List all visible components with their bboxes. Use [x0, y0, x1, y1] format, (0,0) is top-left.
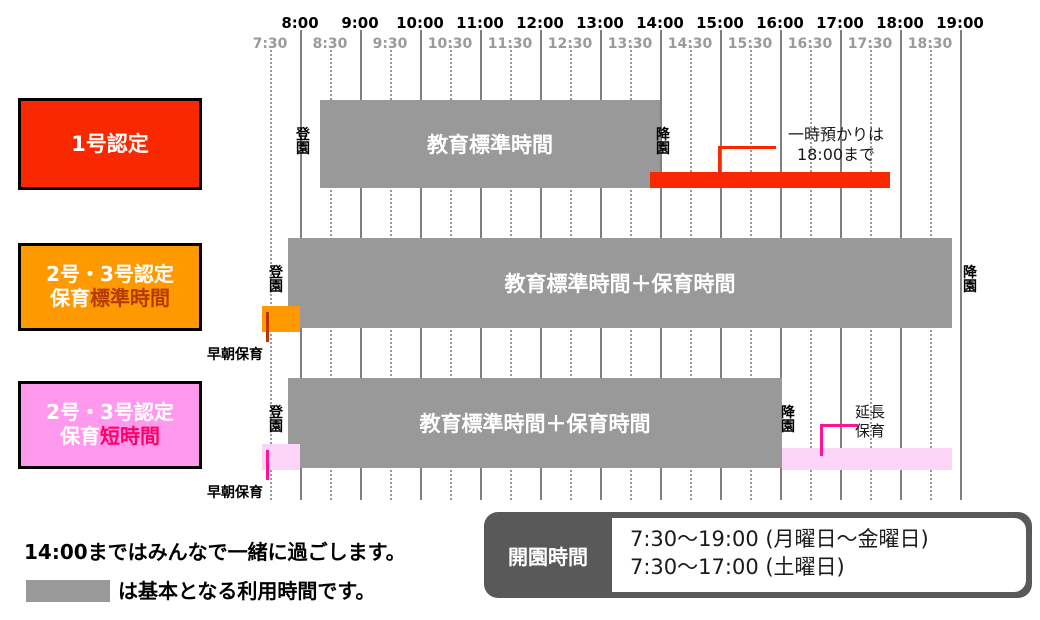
leader-line-early-care-short: [266, 450, 269, 480]
depart-label-type23-short-text: 降園: [781, 405, 795, 435]
arrive-label-type23-short-text: 登園: [269, 405, 283, 435]
tick-half-1730: 17:30: [847, 36, 893, 52]
legend-type23-short-line1: 2号・3号認定: [46, 400, 174, 425]
legend-type23-standard-accent: 標準時間: [90, 286, 170, 310]
legend-type23-standard-plain: 保育: [50, 286, 90, 310]
bar-education-standard-type1: 教育標準時間: [320, 100, 660, 188]
bar-label-type23-standard: 教育標準時間＋保育時間: [504, 272, 736, 296]
tick-hour-14: 14:00: [636, 14, 684, 32]
open-hours-panel: 開園時間 7:30〜19:00 (月曜日〜金曜日) 7:30〜17:00 (土曜…: [484, 512, 1032, 598]
legend-type23-short-plain: 保育: [60, 424, 100, 448]
tick-hour-13: 13:00: [576, 14, 624, 32]
arrive-label-type23-standard-text: 登園: [269, 265, 283, 295]
open-hours-label: 開園時間: [508, 544, 588, 569]
note-line-2: は基本となる利用時間です。: [118, 579, 376, 603]
early-care-label-short: 早朝保育: [207, 485, 263, 501]
arrive-label-type23-short: 登園: [268, 406, 284, 434]
annotation-temporary-care-line2: 18:00まで: [796, 145, 876, 164]
legend-type23-short-line2: 保育短時間: [60, 424, 160, 449]
bar-education-plus-care-short: 教育標準時間＋保育時間: [288, 378, 782, 468]
note-line-1: 14:00まではみんなで一緒に過ごします。: [24, 540, 406, 564]
tick-hour-12: 12:00: [516, 14, 564, 32]
tick-hour-10: 10:00: [396, 14, 444, 32]
legend-type1-line1: 1号認定: [71, 131, 149, 156]
tick-hour-17: 17:00: [816, 14, 864, 32]
tick-hour-9: 9:00: [341, 14, 379, 32]
early-care-label-standard: 早朝保育: [207, 347, 263, 363]
leader-line-temporary-care: [718, 146, 776, 176]
annotation-extension-care: 延長 保育: [830, 403, 910, 441]
depart-label-type1: 降園: [655, 128, 671, 156]
arrive-label-type23-standard: 登園: [268, 266, 284, 294]
tick-hour-16: 16:00: [756, 14, 804, 32]
leader-line-early-care-standard: [266, 312, 269, 342]
tick-hour-15: 15:00: [696, 14, 744, 32]
gridline-half-0730: [270, 46, 272, 500]
legend-box-type23-short: 2号・3号認定 保育短時間: [18, 381, 202, 469]
depart-label-type1-text: 降園: [656, 127, 670, 157]
depart-label-type23-standard-text: 降園: [963, 265, 977, 295]
tick-half-1430: 14:30: [667, 36, 713, 52]
arrive-label-type1: 登園: [295, 128, 311, 156]
bar-education-plus-care-standard: 教育標準時間＋保育時間: [288, 238, 952, 328]
arrive-label-type1-text: 登園: [296, 127, 310, 157]
tick-hour-18: 18:00: [876, 14, 924, 32]
tick-half-1830: 18:30: [907, 36, 953, 52]
depart-label-type23-standard: 降園: [962, 266, 978, 294]
bar-label-type1: 教育標準時間: [427, 133, 553, 157]
open-hours-weekday: 7:30〜19:00 (月曜日〜金曜日): [630, 527, 929, 551]
tick-half-0930: 9:30: [372, 36, 408, 52]
open-hours-saturday: 7:30〜17:00 (土曜日): [630, 555, 845, 580]
annotation-extension-care-line2: 保育: [854, 421, 885, 440]
bar-extension-care-short: [782, 448, 952, 470]
annotation-extension-care-line1: 延長: [854, 403, 885, 421]
tick-hour-19: 19:00: [936, 14, 984, 32]
legend-swatch-basic-hours: [26, 580, 110, 602]
tick-half-1630: 16:30: [787, 36, 833, 52]
tick-half-1230: 12:30: [547, 36, 593, 52]
bar-label-type23-short: 教育標準時間＋保育時間: [419, 412, 651, 436]
leader-line-extension-care: [820, 424, 858, 456]
legend-box-type1: 1号認定: [18, 98, 202, 190]
tick-half-0830: 8:30: [312, 36, 348, 52]
tick-half-1030: 10:30: [427, 36, 473, 52]
legend-type23-short-accent: 短時間: [100, 424, 160, 448]
tick-half-1130: 11:30: [487, 36, 533, 52]
tick-hour-11: 11:00: [456, 14, 504, 32]
annotation-temporary-care: 一時預かりは 18:00まで: [746, 125, 926, 165]
depart-label-type23-short: 降園: [780, 406, 796, 434]
tick-half-1330: 13:30: [607, 36, 653, 52]
tick-hour-8: 8:00: [281, 14, 319, 32]
bar-temporary-care-type1: [650, 172, 890, 188]
gridline-hour-19: [960, 30, 962, 500]
legend-box-type23-standard: 2号・3号認定 保育標準時間: [18, 243, 202, 331]
legend-type23-standard-line2: 保育標準時間: [50, 286, 170, 311]
tick-half-0730: 7:30: [252, 36, 288, 52]
tick-half-1530: 15:30: [727, 36, 773, 52]
annotation-temporary-care-line1: 一時預かりは: [787, 125, 884, 144]
open-hours-values: 7:30〜19:00 (月曜日〜金曜日) 7:30〜17:00 (土曜日): [612, 518, 1026, 592]
legend-type23-standard-line1: 2号・3号認定: [46, 262, 174, 287]
